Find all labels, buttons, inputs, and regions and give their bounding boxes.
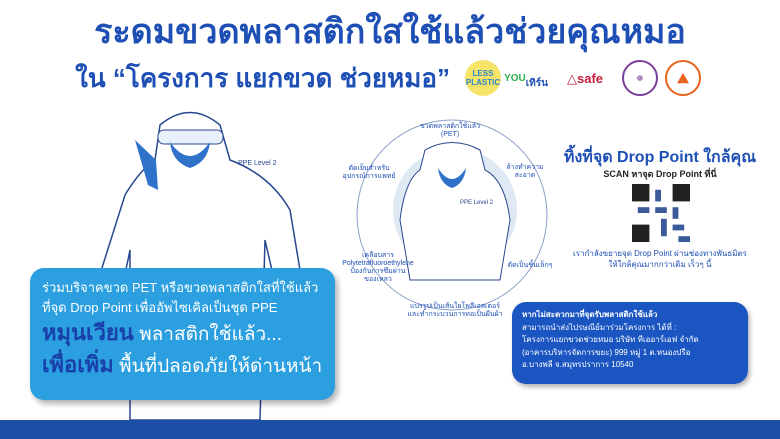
emblem-logo: ⛰ [665,60,701,96]
step-pet-bottle: ขวดพลาสติกใช้แล้ว (PET) [419,123,481,138]
campaign-line2: ที่จุด Drop Point เพื่ออัพไซเคิลเป็นชุด … [42,300,278,315]
campaign-line1: ร่วมบริจาคขวด PET หรือขวดพลาสติกใสที่ใช้… [42,280,319,295]
address-line: อ.บางพลี จ.สมุทรปราการ 10540 [522,360,634,369]
note-line1: เรากำลังขยายจุด Drop Point ผ่านช่องทางพั… [573,249,747,258]
step-wash: ล้างทำความสะอาด [506,164,544,179]
footer-bar [0,420,780,439]
zsafe-logo: △safe [566,70,604,86]
page-title: ระดมขวดพลาสติกใสใช้แล้วช่วยคุณหมอ [94,13,686,51]
campaign-bold1: หมุนเวียน [42,320,134,345]
qr-code[interactable] [632,184,690,242]
campaign-rest2: พื้นที่ปลอดภัยให้ด่านหน้า [119,356,323,377]
campaign-bold2: เพื่อเพิ่ม [42,352,114,377]
recycle-cycle-diagram [356,119,548,311]
address-line: โครงการแยกขวดช่วยหมอ บริษัท ทีเออาร์เอฟ … [522,335,699,344]
page-subtitle: ใน “โครงการ แยกขวด ช่วยหมอ” [75,63,450,93]
cycle-ring [356,119,548,311]
address-line: (อาคารบริหารจัดการขยะ) 999 หมู่ 1 ต.หนอง… [522,347,691,357]
cycle-ppe-badge: PPE Level 2 [460,200,494,206]
step-fiber: แปรรูปเป็นเส้นใยโพลีเอสเตอร์และทำกระบวนก… [407,303,503,318]
drop-point-section: ทิ้งที่จุด Drop Point ใกล้คุณ SCAN หาจุด… [555,148,765,180]
university-seal-logo: ❁ [622,60,658,96]
note-line2: ให้ใกล้คุณมากกว่าเดิม เร็วๆ นี้ [608,260,712,269]
step-cut: ตัดเป็นชิ้นเล็กๆ [507,262,553,269]
address-heading: หากไม่สะดวกมาที่จุดรับพลาสติกใช้แล้ว [522,310,658,319]
address-line: สามารถนำส่งไปรษณีย์มาร่วมโครงการ ได้ที่ … [522,322,677,332]
step-coating: เคลือบสาร Polytetrafluoroethylene ป้องกั… [342,252,414,283]
campaign-box: ร่วมบริจาคขวด PET หรือขวดพลาสติกใสที่ใช้… [30,268,335,400]
drop-point-title: ทิ้งที่จุด Drop Point ใกล้คุณ [563,149,757,166]
drop-point-note: เรากำลังขยายจุด Drop Point ผ่านช่องทางพั… [555,248,765,270]
step-sewing: ตัดเย็บสำหรับอุปกรณ์การแพทย์ [342,165,396,180]
mail-address-box: หากไม่สะดวกมาที่จุดรับพลาสติกใช้แล้ว สาม… [512,302,748,384]
campaign-rest1: พลาสติกใช้แล้ว... [139,324,282,345]
ppe-badge: PPE Level 2 [238,160,277,167]
scan-label: SCAN หาจุด Drop Point ที่นี่ [603,169,717,179]
